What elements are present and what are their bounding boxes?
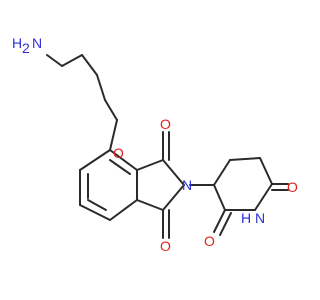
bond-glut-co-left-a: [213, 209, 226, 233]
bond-ring-double-1: [109, 159, 131, 175]
carbonyl-o-bottom-label: O: [160, 238, 171, 254]
bond-ring-6: [79, 149, 111, 171]
bond-glut-6: [213, 184, 226, 211]
bond-imide-topn: [162, 159, 185, 186]
glutarimide-nh-h-label: H: [241, 210, 251, 226]
bond-ring-1: [109, 149, 138, 171]
glutarimide-nh-n-label: N: [255, 210, 265, 226]
bond-c3-c4: [96, 74, 106, 101]
bond-c1-c2: [61, 54, 83, 67]
bond-o-ring: [109, 119, 118, 151]
bond-imide-top: [136, 159, 164, 171]
molecule-structure-diagram: H 2 N O N O O O H N O: [12, 35, 298, 254]
atom-labels: H 2 N O N O O O H N O: [12, 35, 298, 254]
glutarimide-o-right-label: O: [287, 179, 298, 195]
bond-glut-2: [229, 157, 261, 161]
bond-ring-3: [109, 199, 138, 221]
bond-glut-3: [259, 157, 273, 185]
bond-ring-double-2: [87, 199, 107, 211]
bond-imide-bottomn: [162, 184, 185, 211]
bond-n-c1: [46, 54, 63, 67]
bond-group: [46, 54, 289, 239]
bond-glut-4: [254, 183, 273, 211]
imide-n-label: N: [182, 177, 192, 193]
bond-glut-co-left-b: [219, 212, 232, 236]
amine-h-label: H: [12, 35, 22, 51]
bond-imide-bottom: [136, 199, 164, 211]
bond-c2-c3: [81, 54, 98, 76]
amine-sub-label: 2: [22, 40, 30, 56]
bond-ring-4: [79, 204, 111, 221]
carbonyl-o-top-label: O: [160, 116, 171, 132]
amine-n-label: N: [32, 35, 42, 51]
bond-glut-1: [213, 159, 231, 186]
ether-o-label: O: [113, 145, 124, 161]
glutarimide-o-left-label: O: [204, 233, 215, 249]
bond-c4-o: [104, 99, 118, 121]
